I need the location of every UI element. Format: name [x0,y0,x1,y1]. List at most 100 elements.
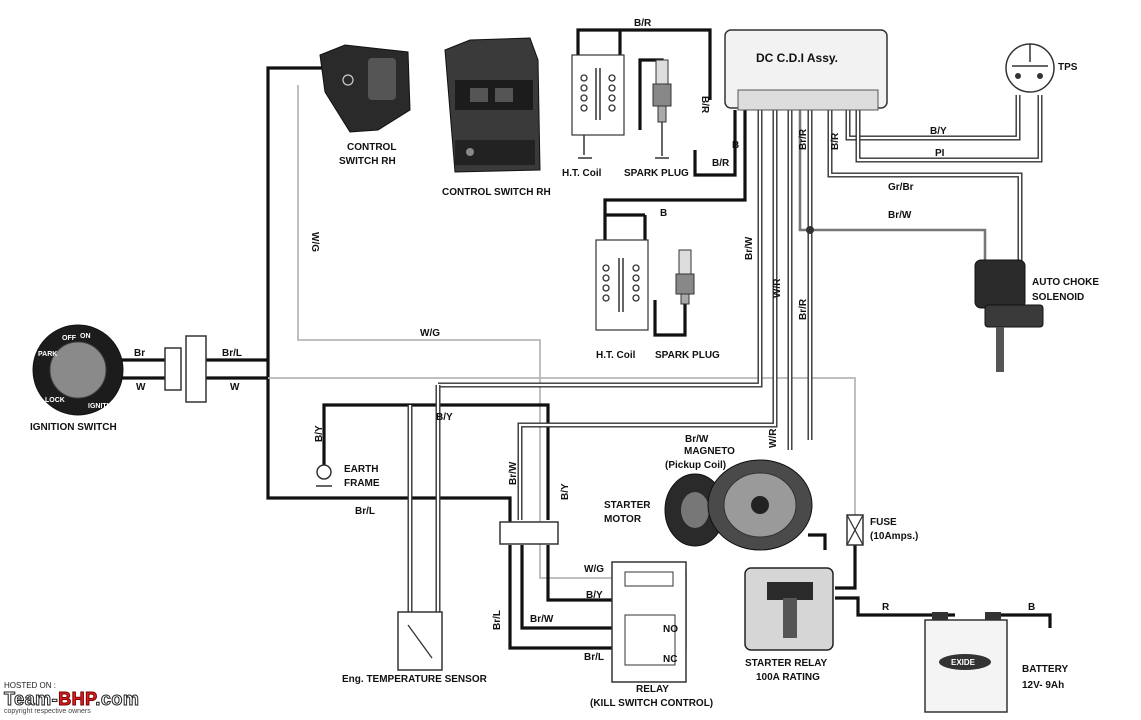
ht-coil-1: H.T. Coil [562,54,625,179]
wire-label-b-r-vert: B/R [699,96,710,114]
kill-switch-relay: NO NC RELAY (KILL SWITCH CONTROL) [590,561,713,709]
watermark-brand: Team-BHP.com [3,689,140,709]
tps-label: TPS [1058,62,1078,73]
starter-motor: STARTER MOTOR [604,473,726,547]
svg-text:ON: ON [80,333,91,340]
wire-label-w-r: W/R [772,278,783,298]
control-switch-rh-2: CONTROL SWITCH RH [442,37,551,198]
svg-text:PARK: PARK [38,351,57,358]
wire-label-b-y: B/Y [436,412,453,423]
ignition-connector [164,335,207,403]
wire-b-y-relay [546,545,612,602]
wire-label-r: R [882,602,890,613]
wire-label-w-g-relay: W/G [584,564,604,575]
tps-sensor: TPS [1005,43,1078,93]
wire-b-ht2 [603,110,747,240]
mid-connector [499,521,559,545]
spark-plug-2: SPARK PLUG [655,249,720,361]
wire-label-b-r-top: B/R [634,18,652,29]
fuse: FUSE (10Amps.) [846,514,918,546]
wire-label-br-l-relay: Br/L [584,652,604,663]
wire-label-gr-br: Gr/Br [888,182,914,193]
spark-plug-1-label: SPARK PLUG [624,168,689,179]
wire-label-b-y-vert-2: B/Y [560,483,571,500]
wire-br-w-choke [798,110,987,260]
watermark-copyright: copyright respective owners [4,708,91,715]
wire-w-g [297,85,612,579]
control-switch-rh-1-label-b: SWITCH RH [339,156,396,167]
wire-label-w-g-vert: W/G [309,232,320,252]
spark-plug-2-label: SPARK PLUG [655,350,720,361]
wire-br-w-relay [520,545,650,630]
wire-w-long [268,377,856,515]
wires-layer [110,28,1052,650]
temp-sensor: Eng. TEMPERATURE SENSOR [342,611,488,685]
wire-label-b-battery: B [1028,602,1035,613]
wire-label-b-ht2: B [660,208,667,219]
wire-label-b-cdi: B [732,140,739,151]
ht-coil-1-label: H.T. Coil [562,168,602,179]
control-switch-rh-1: CONTROL SWITCH RH [319,44,411,167]
battery-label-b: 12V- 9Ah [1022,680,1064,691]
ht-coil-2-label: H.T. Coil [596,350,636,361]
magneto-label-a: MAGNETO [684,446,735,457]
wire-label-pi: PI [935,148,945,159]
wire-br-l-main [266,66,512,528]
battery-label-a: BATTERY [1022,664,1068,675]
wire-r-battery [835,596,955,617]
wire-label-br-r: Br/R [798,298,809,320]
temp-sensor-label: Eng. TEMPERATURE SENSOR [342,674,488,685]
earth-frame-label-b: FRAME [344,478,380,489]
wire-label-br-w-choke: Br/W [888,210,912,221]
wire-label-br-r-top: Br/R [798,128,809,150]
wire-br-l-relay [508,545,650,650]
cdi-unit: DC C.D.I Assy. [724,29,888,111]
earth-frame-label-a: EARTH [344,464,378,475]
auto-choke-label-b: SOLENOID [1032,292,1084,303]
wire-label-br-w-relay: Br/W [530,614,554,625]
starter-motor-label-b: MOTOR [604,514,642,525]
wire-label-br-l-vert: Br/L [492,610,503,630]
wire-label-br-l: Br/L [222,348,242,359]
ignition-switch-label: IGNITION SWITCH [30,422,117,433]
battery: EXIDE BATTERY 12V- 9Ah [924,612,1068,713]
svg-text:IGNITION: IGNITION [88,403,119,410]
wire-label-b-r-cdi: B/R [830,132,841,150]
wire-label-w: W [136,382,146,393]
wire-fuse [835,545,857,590]
fuse-label-b: (10Amps.) [870,531,918,542]
starter-relay-label-b: 100A RATING [756,672,820,683]
starter-motor-label-a: STARTER [604,500,651,511]
wire-label-br: Br [134,348,145,359]
magneto-label-b: (Pickup Coil) [665,460,726,471]
earth-frame: EARTH FRAME [316,464,380,489]
wire-label-br-w: Br/W [744,236,755,260]
wire-label-w-2: W [230,382,240,393]
magneto: MAGNETO (Pickup Coil) [665,446,813,551]
wire-b-ht1 [693,110,737,177]
relay-label-b: (KILL SWITCH CONTROL) [590,698,713,709]
svg-text:OFF: OFF [62,335,77,342]
relay-label-a: RELAY [636,684,669,695]
starter-relay-label-a: STARTER RELAY [745,658,828,669]
svg-text:NO: NO [663,624,678,635]
wire-b-battery [1000,613,1052,628]
wire-label-b-y-vert: B/Y [314,425,325,442]
control-switch-rh-1-label-a: CONTROL [347,142,396,153]
svg-text:EXIDE: EXIDE [951,658,976,667]
ht-coil-2: H.T. Coil [595,239,649,361]
auto-choke-solenoid: AUTO CHOKE SOLENOID [974,259,1099,372]
wire-label-br-w-vert: Br/W [508,461,519,485]
wire-label-br-l-2: Br/L [355,506,375,517]
wire-label-w-r-mag: W/R [768,428,779,448]
wire-label-b-y-relay: B/Y [586,590,603,601]
wire-label-br-w-mag: Br/W [685,434,709,445]
cdi-label: DC C.D.I Assy. [756,51,838,65]
control-switch-rh-2-label: CONTROL SWITCH RH [442,187,551,198]
wire-label-b-r-low: B/R [712,158,730,169]
wire-labels: B/R B/R B/R B B Br/W W/R Br/R Br/R B/R B… [134,18,1035,663]
svg-text:NC: NC [663,654,677,665]
spark-plug-1: SPARK PLUG [624,59,689,179]
starter-relay: STARTER RELAY 100A RATING [744,567,834,683]
